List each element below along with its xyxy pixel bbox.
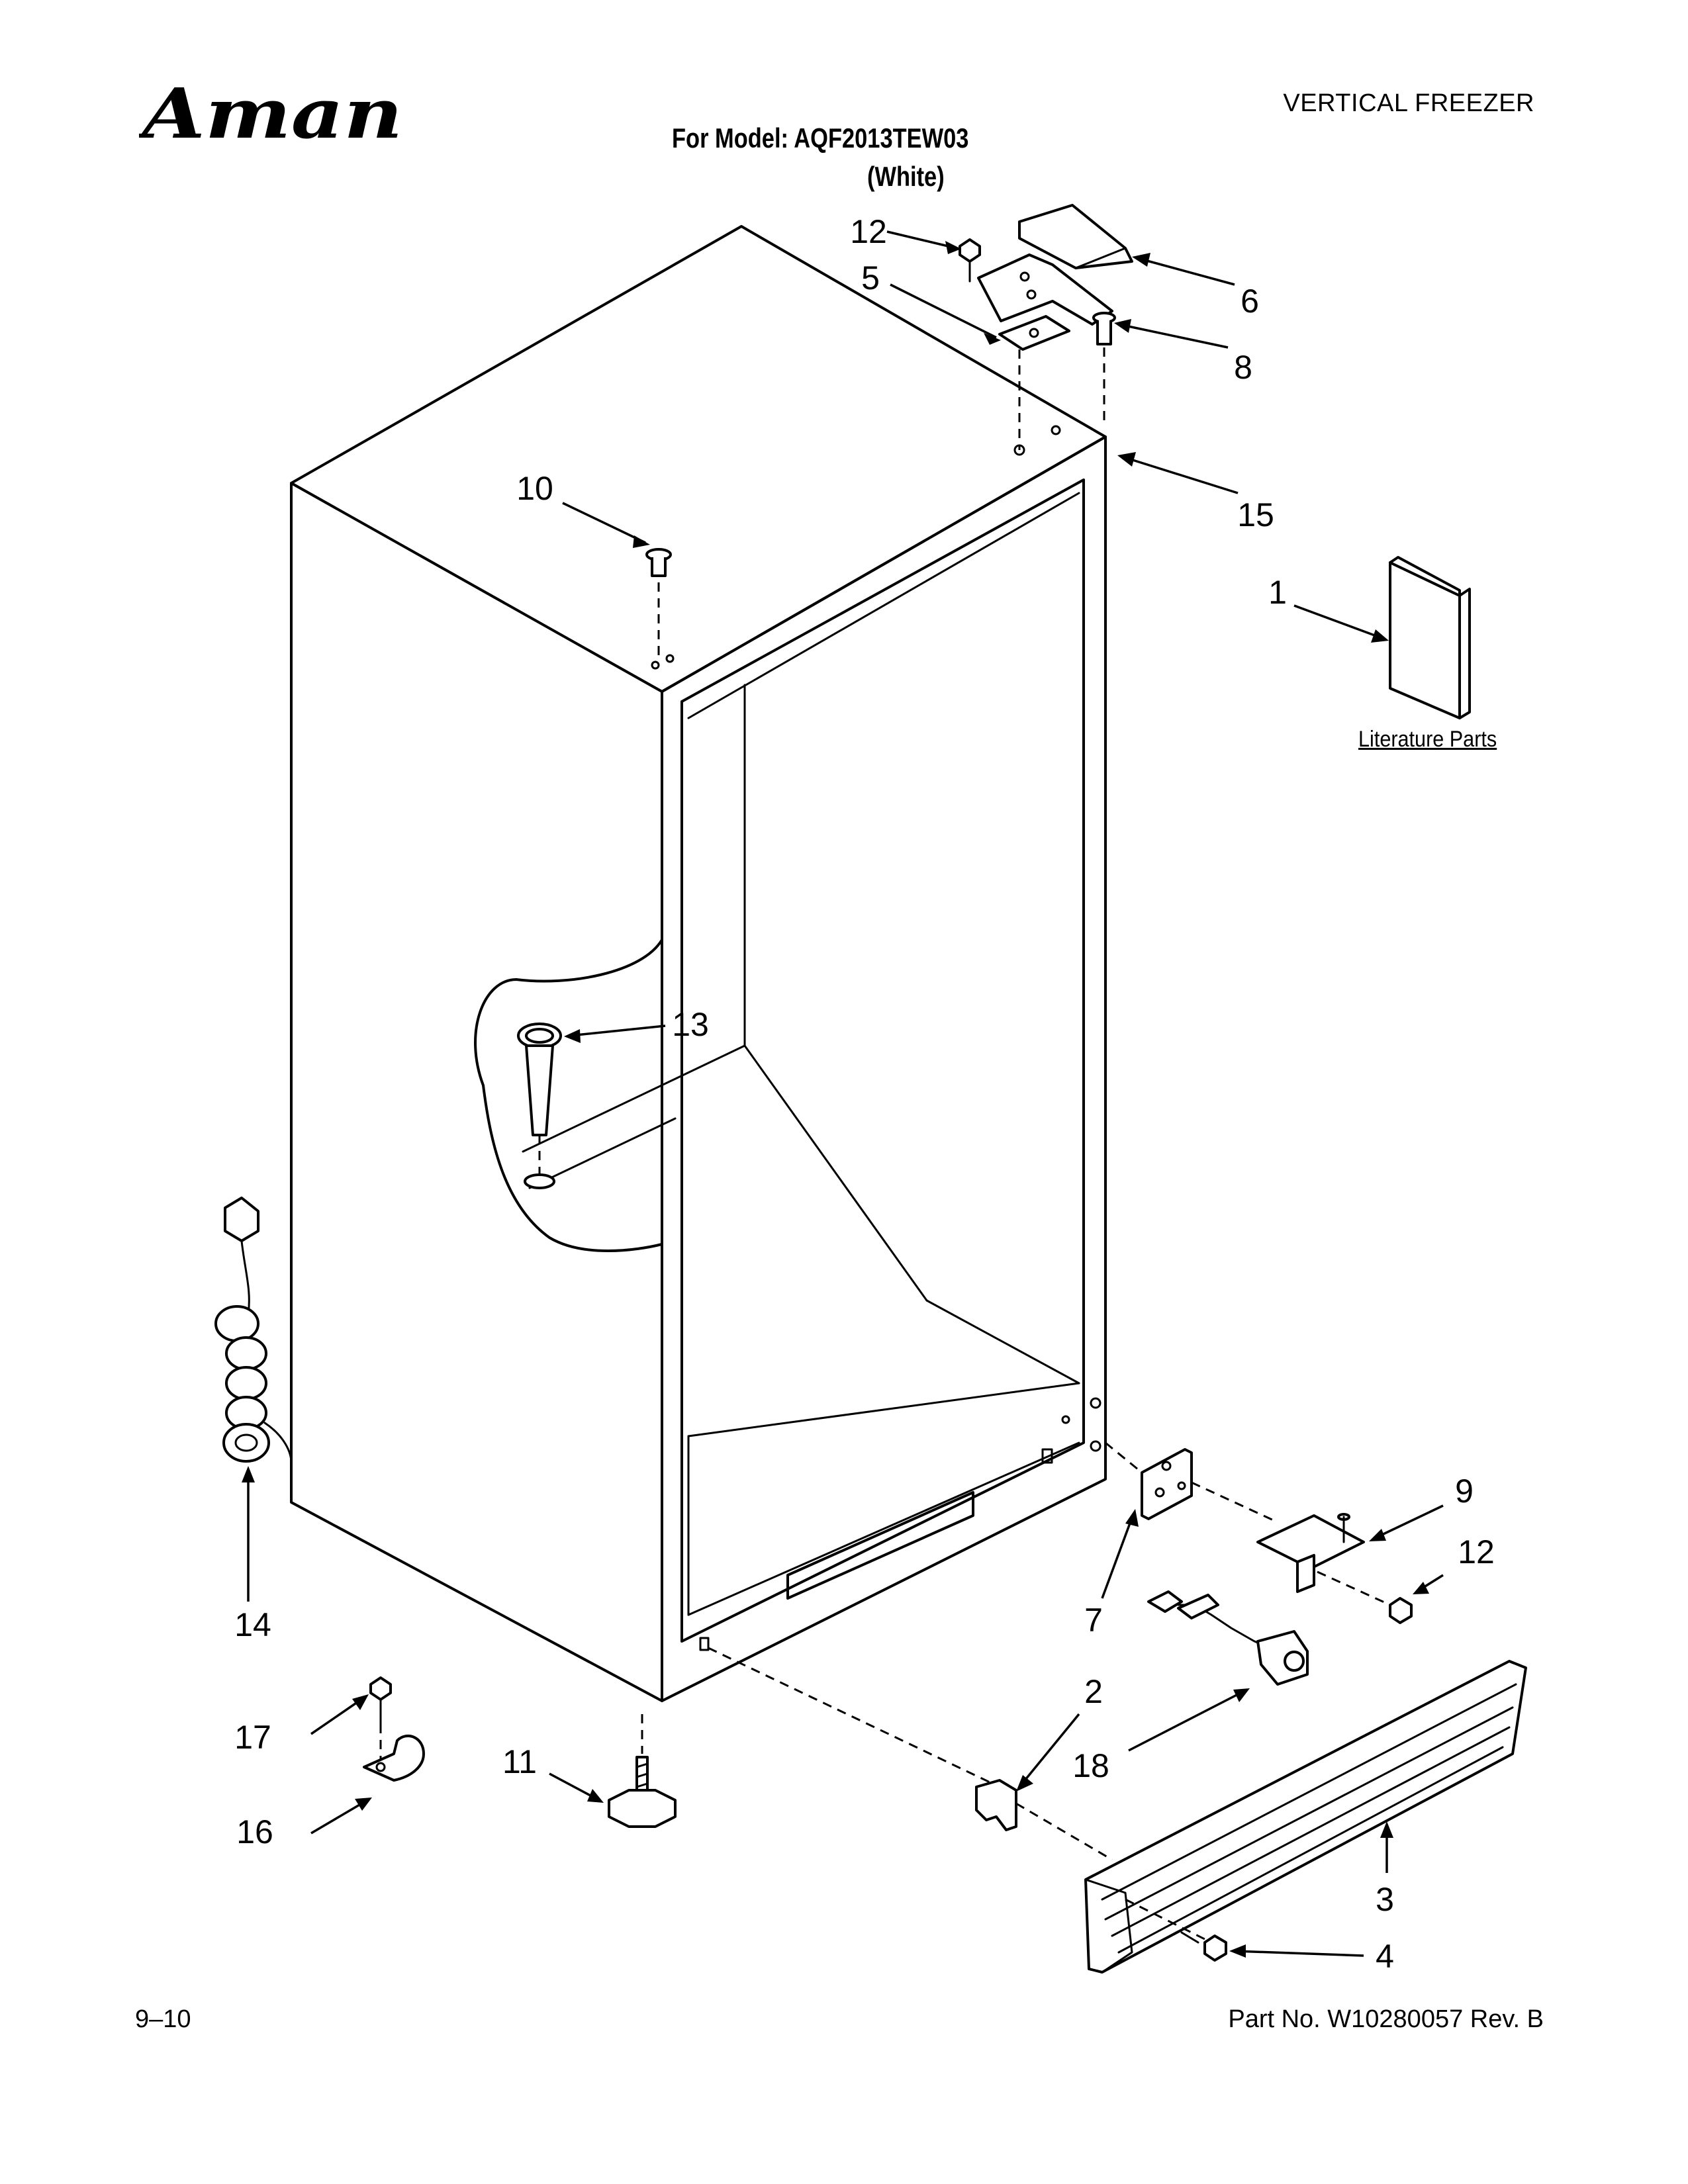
callout-10-plug: 10 [516,470,553,507]
page-number: 9–10 [135,2005,191,2033]
cabinet-drawing [290,225,1107,1702]
model-color: (White) [867,161,945,192]
literature-booklet-drawing [1389,556,1471,719]
drain-tube-drawing [517,1023,562,1189]
model-number: For Model: AQF2013TEW03 [672,122,969,154]
callout-16-cord-clip: 16 [236,1813,273,1850]
callout-3-toe-grille: 3 [1376,1881,1394,1918]
power-cord-drawing [214,1197,293,1464]
callout-12-lower-screw: 12 [1458,1533,1495,1570]
callout-9-lower-hinge: 9 [1455,1473,1474,1510]
part-number: Part No. W10280057 Rev. B [1228,2005,1544,2033]
callout-12-top-screw: 12 [850,213,887,250]
amana-logo: Amana [139,73,404,152]
cord-clip-drawing [363,1676,425,1782]
wire-harness-drawing [1147,1590,1309,1686]
toe-grille-clip-drawing [708,1647,1113,1861]
document-type: VERTICAL FREEZER [1283,89,1534,117]
plug-drawing [645,548,672,655]
callout-6-hinge-cover: 6 [1241,283,1259,320]
callout-17-screw: 17 [234,1719,271,1756]
callout-7-hinge-bracket: 7 [1084,1602,1103,1639]
literature-parts-label: Literature Parts [1358,727,1497,752]
top-hinge-drawing [959,204,1133,450]
callout-8-hinge-pin: 8 [1234,349,1252,386]
callout-4-screw: 4 [1376,1938,1394,1975]
callout-15-cabinet: 15 [1237,496,1274,533]
callout-leader-lines [242,230,1444,1958]
callout-13-drain-tube: 13 [672,1006,709,1043]
svg-text:Amana: Amana [139,73,404,152]
callout-18-wire-harness: 18 [1072,1747,1109,1784]
callout-2-clip: 2 [1084,1673,1103,1710]
callout-1-literature: 1 [1268,574,1287,611]
leveling-leg-drawing [608,1714,677,1828]
callout-14-power-cord: 14 [234,1606,271,1643]
lower-hinge-drawing [1105,1441,1413,1624]
toe-grille-screw-drawing [1180,1931,1227,1962]
callout-11-leveling-leg: 11 [502,1743,537,1780]
callout-5-shim: 5 [861,259,880,296]
toe-grille-drawing [1084,1660,1527,1974]
